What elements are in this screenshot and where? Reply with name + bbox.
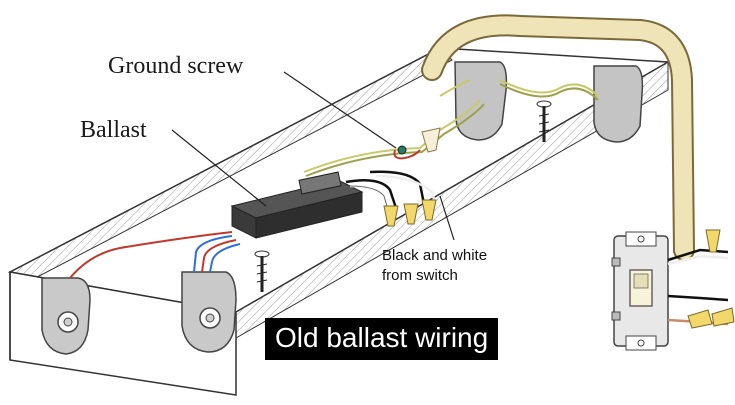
lampholder-back-left	[454, 61, 508, 141]
lamp-wires-front	[69, 231, 241, 279]
diagram-caption: Old ballast wiring	[265, 318, 499, 360]
lamp-wires-back	[303, 79, 599, 177]
ballast-unit	[230, 171, 364, 239]
mounting-screw-left	[254, 250, 270, 292]
leader-ground-screw	[283, 71, 397, 149]
leader-ballast	[171, 129, 267, 207]
leader-switch-wires	[439, 195, 455, 241]
ballast-label: Ballast	[80, 117, 147, 143]
switch-wire-nuts	[687, 229, 735, 329]
lampholder-back-right	[593, 65, 644, 143]
wire-nuts	[383, 127, 441, 227]
switch-wires-label-line1: Black and white	[382, 247, 488, 264]
mounting-screw-right	[536, 100, 552, 142]
switch-wires	[345, 170, 438, 211]
ground-screw-label: Ground screw	[108, 53, 244, 79]
lampholder-front-right	[181, 271, 237, 353]
wall-switch	[611, 231, 669, 351]
switch-wires-label-line2: from switch	[382, 267, 458, 284]
ground-screw	[393, 145, 421, 160]
lampholder-front-left	[41, 277, 91, 355]
